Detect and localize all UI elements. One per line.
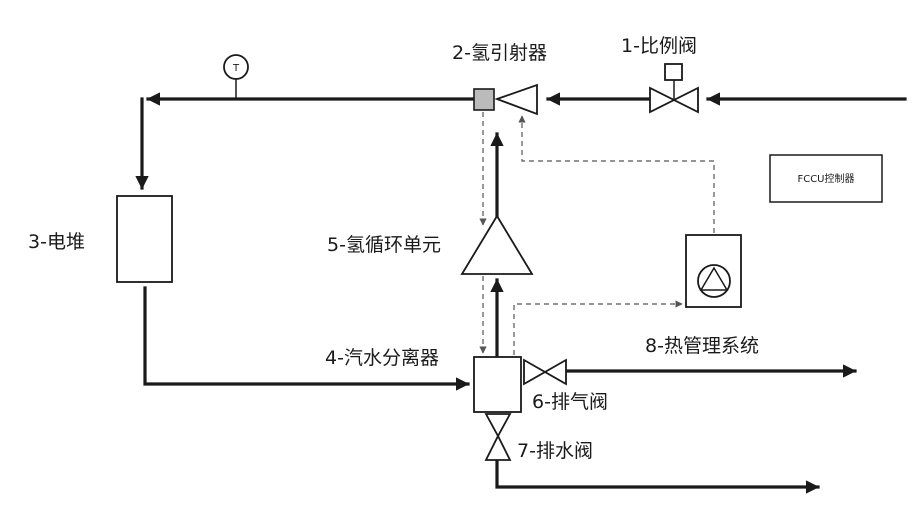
- proportional-valve: [650, 64, 698, 112]
- stack-to-separator-pipe: [145, 288, 468, 384]
- drain-valve: [486, 414, 510, 460]
- recirculation-label: 5-氢循环单元: [327, 234, 441, 256]
- thermal-pump-icon: [698, 265, 730, 297]
- stack-label: 3-电堆: [28, 231, 85, 253]
- thermal-label: 8-热管理系统: [645, 335, 759, 357]
- drain-outlet-pipe: [497, 462, 818, 487]
- temp-sensor-label: T: [232, 63, 240, 74]
- pump-triangle-icon: [462, 216, 532, 274]
- separator-label: 4-汽水分离器: [325, 347, 439, 369]
- thermal-ejector-dashed: [522, 116, 714, 233]
- drain-valve-label: 7-排水阀: [517, 440, 593, 462]
- hydrogen-ejector-label: 2-氢引射器: [452, 42, 547, 64]
- purge-valve: [524, 360, 566, 384]
- fuel-cell-stack: [117, 196, 172, 282]
- proportional-valve-label: 1-比例阀: [621, 35, 697, 57]
- water-separator: [474, 357, 521, 412]
- hydrogen-ejector: [474, 85, 537, 114]
- purge-valve-label: 6-排气阀: [532, 391, 608, 413]
- controller-label: FCCU控制器: [797, 172, 854, 185]
